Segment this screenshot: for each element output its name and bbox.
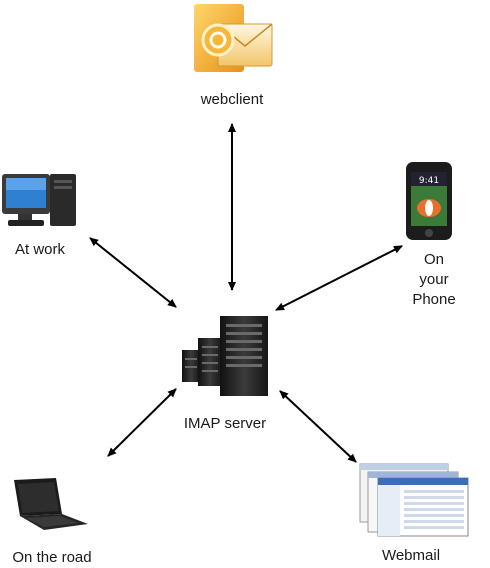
webclient-node [192,0,276,80]
phone-label-line-2: your [419,271,449,288]
server-node [180,312,276,398]
webmail-node [358,462,470,538]
svg-text:9:41: 9:41 [419,176,439,186]
arrow-server-road [107,388,177,457]
arrow-server-phone [275,245,403,311]
phone-node: 9:41 [402,160,458,242]
server-rack-icon [182,316,268,396]
road-node [4,474,90,534]
smartphone-icon: 9:41 [406,162,452,240]
phone-label: On your Phone [394,250,474,310]
phone-label-line-3: Phone [412,291,456,308]
desktop-computer-icon [2,174,76,226]
phone-label-line-1: On [423,251,444,268]
server-label: IMAP server [183,415,267,432]
webmail-screens-icon [359,463,469,537]
at-work-node [0,170,82,230]
arrow-server-webmail [279,390,357,463]
laptop-icon [14,478,88,530]
at-work-label: At work [14,241,65,258]
email-client-icon [194,4,273,72]
road-label: On the road [12,549,92,566]
arrow-server-at-work [89,237,177,308]
webclient-label: webclient [200,91,264,108]
webmail-label: Webmail [381,547,441,564]
